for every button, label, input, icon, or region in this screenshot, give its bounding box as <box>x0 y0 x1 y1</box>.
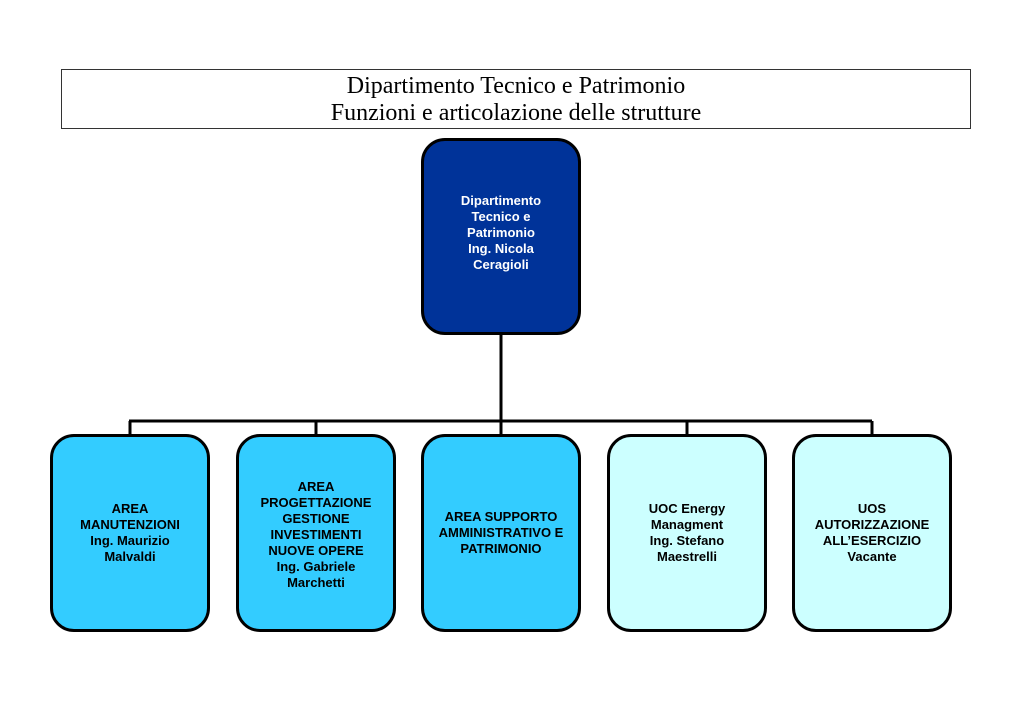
node-4-line-4: Maestrelli <box>657 549 717 564</box>
node-2-line-1: AREA <box>297 479 335 494</box>
node-3-line-1: AREA SUPPORTO <box>444 509 558 524</box>
root-line-5: Ceragioli <box>473 257 529 272</box>
node-3-line-3: PATRIMONIO <box>460 541 542 556</box>
node-1-line-2: MANUTENZIONI <box>80 517 180 532</box>
node-area-progettazione: AREA PROGETTAZIONE GESTIONE INVESTIMENTI… <box>236 434 396 632</box>
node-3-line-2: AMMINISTRATIVO E <box>438 525 564 540</box>
node-1-line-1: AREA <box>111 501 149 516</box>
node-4-line-2: Managment <box>650 517 724 532</box>
root-line-3: Patrimonio <box>467 225 535 240</box>
node-4-line-3: Ing. Stefano <box>649 533 725 548</box>
node-5-line-3: ALL’ESERCIZIO <box>822 533 922 548</box>
node-4-line-1: UOC Energy <box>648 501 726 516</box>
node-dipartimento: Dipartimento Tecnico e Patrimonio Ing. N… <box>421 138 581 335</box>
node-uos-autorizzazione: UOS AUTORIZZAZIONE ALL’ESERCIZIO Vacante <box>792 434 952 632</box>
root-line-2: Tecnico e <box>471 209 531 224</box>
root-line-4: Ing. Nicola <box>468 241 534 256</box>
node-5-line-4: Vacante <box>847 549 897 564</box>
root-line-1: Dipartimento <box>460 193 542 208</box>
node-2-line-5: NUOVE OPERE <box>268 543 364 558</box>
node-area-manutenzioni: AREA MANUTENZIONI Ing. Maurizio Malvaldi <box>50 434 210 632</box>
node-2-line-6: Ing. Gabriele <box>276 559 356 574</box>
node-uoc-energy: UOC Energy Managment Ing. Stefano Maestr… <box>607 434 767 632</box>
node-5-line-2: AUTORIZZAZIONE <box>814 517 930 532</box>
node-1-line-3: Ing. Maurizio <box>90 533 170 548</box>
chart-title: Dipartimento Tecnico e Patrimonio Funzio… <box>61 69 971 129</box>
title-line-1: Dipartimento Tecnico e Patrimonio <box>346 73 686 99</box>
node-2-line-4: INVESTIMENTI <box>270 527 362 542</box>
node-2-line-7: Marchetti <box>287 575 345 590</box>
node-1-line-4: Malvaldi <box>104 549 156 564</box>
title-line-2: Funzioni e articolazione delle strutture <box>330 100 702 126</box>
node-5-line-1: UOS <box>857 501 887 516</box>
node-2-line-3: GESTIONE <box>282 511 350 526</box>
node-area-supporto: AREA SUPPORTO AMMINISTRATIVO E PATRIMONI… <box>421 434 581 632</box>
node-2-line-2: PROGETTAZIONE <box>260 495 372 510</box>
